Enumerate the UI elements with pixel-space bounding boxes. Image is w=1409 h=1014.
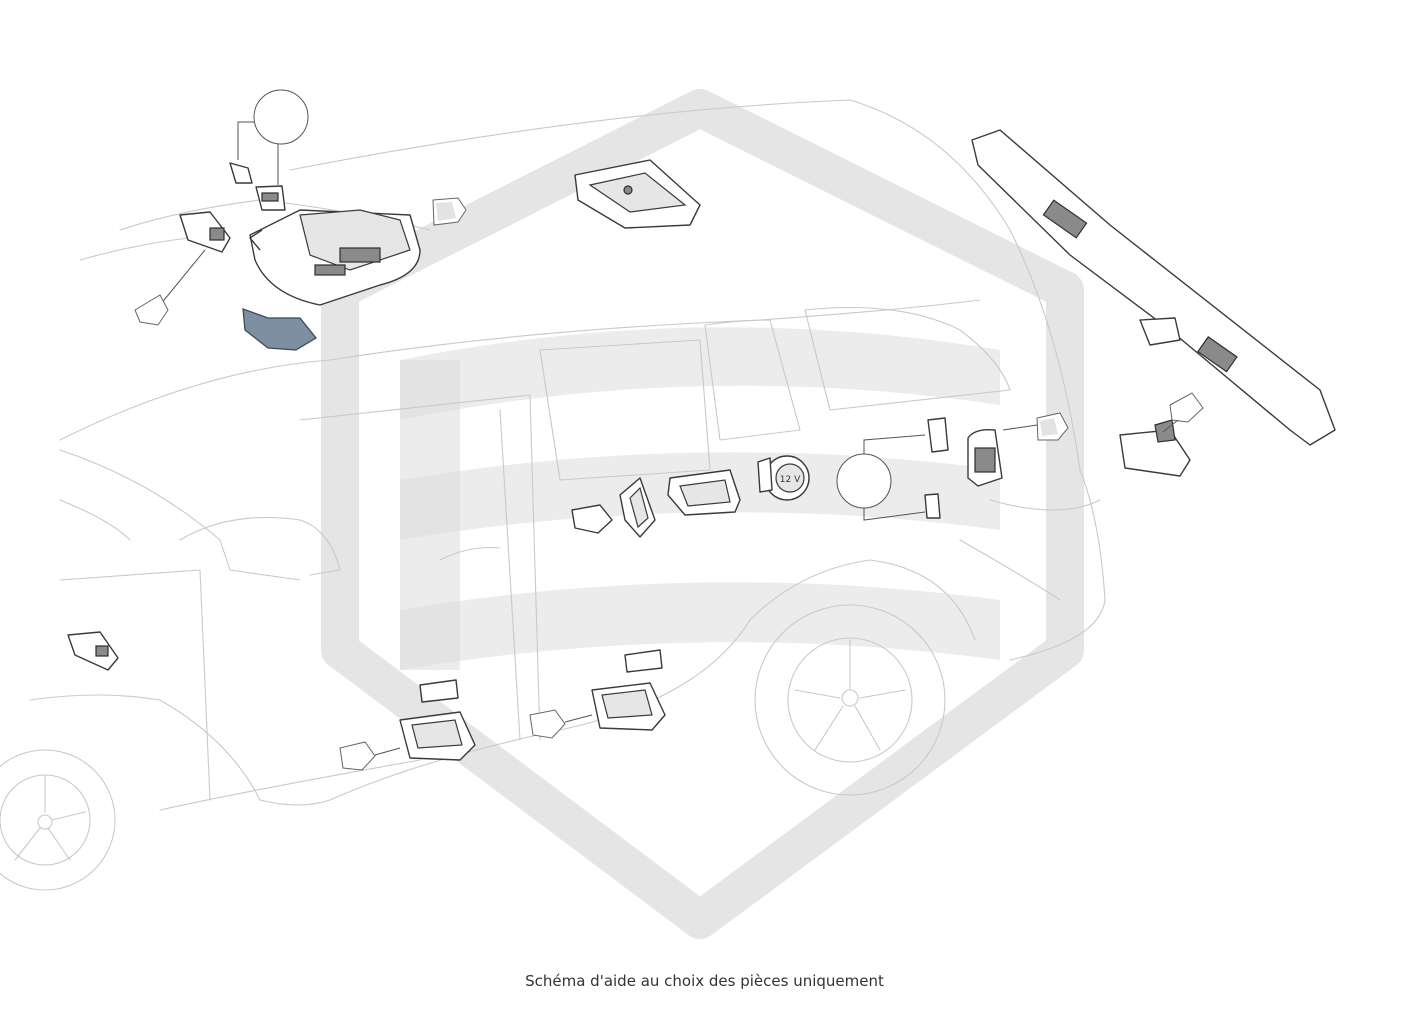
- parts-diagram: 12 V: [0, 89, 1336, 939]
- door-entry-lamp-front: [374, 679, 476, 761]
- footwell-lamp: [67, 631, 119, 671]
- vehicle-outline: [0, 99, 1106, 891]
- license-plate-lamp: [1119, 419, 1191, 477]
- switch-bezel: [619, 477, 656, 538]
- rear-bumper-trim: [971, 129, 1336, 446]
- callout-circles: [237, 89, 926, 521]
- highlighted-panel-cover: [242, 308, 317, 351]
- usb-12v-socket: 12 V: [757, 455, 810, 501]
- part-tags: [134, 197, 1204, 771]
- overhead-control-panel: [249, 209, 421, 306]
- door-entry-lamp-rear: [564, 649, 666, 731]
- small-connector: [571, 504, 613, 534]
- side-switch-cluster: [924, 417, 1003, 519]
- rear-overhead-light: [574, 159, 701, 229]
- socket-module: [667, 469, 741, 516]
- diagram-caption: Schéma d'aide au choix des pièces unique…: [525, 972, 884, 990]
- vanity-mirror-lamp: [159, 211, 231, 306]
- overhead-switches: [229, 162, 286, 211]
- socket-label: 12 V: [780, 475, 801, 485]
